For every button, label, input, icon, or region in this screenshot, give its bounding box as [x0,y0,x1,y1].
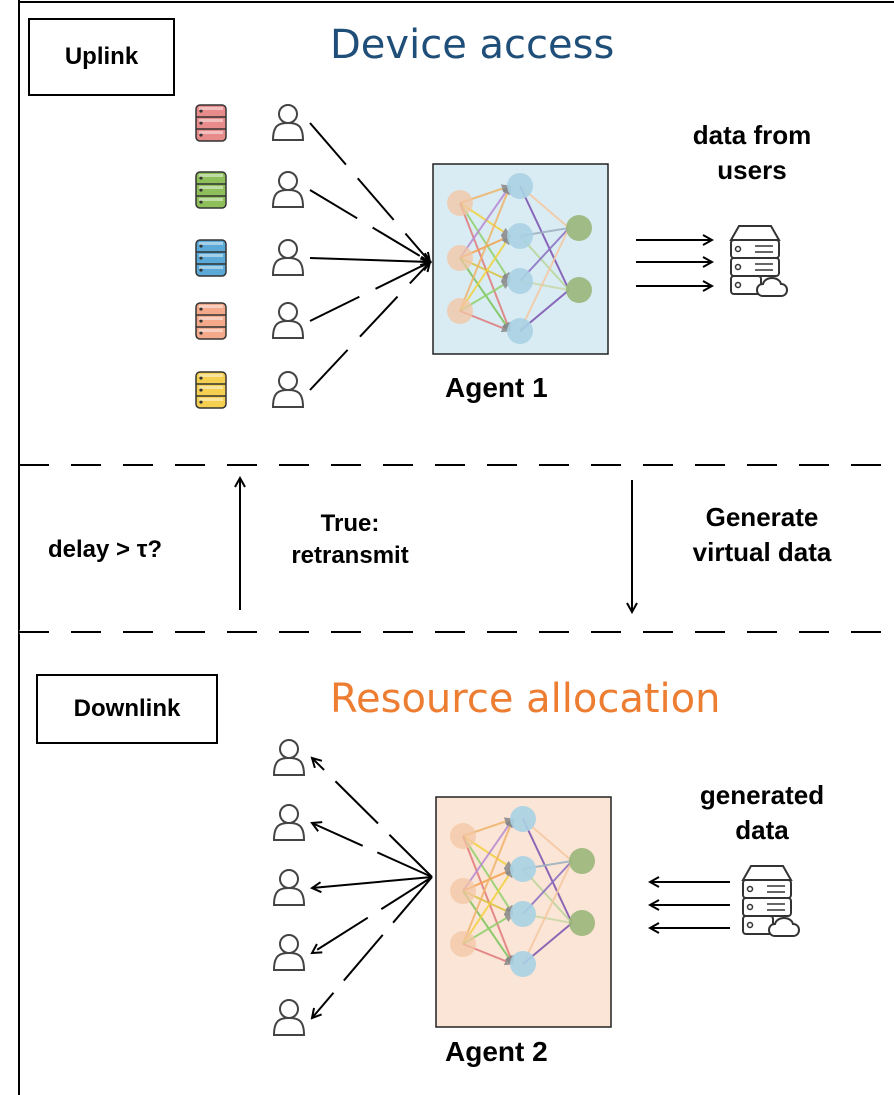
network-edge [459,185,511,259]
downlink-title: Resource allocation [330,676,721,722]
downlink-arrow [312,876,433,888]
agent-2-label: Agent 2 [445,1036,548,1067]
user-icon [271,239,305,276]
server-icon [741,865,800,937]
network-edge [462,835,515,965]
network-edge [462,835,514,915]
agent-1-network [432,163,609,355]
output-node [569,848,595,874]
generate-label-line1: Generate [705,502,819,532]
hidden-node [507,223,533,249]
delay-question: delay > τ? [48,536,163,563]
server-label-downlink-line2: data [735,815,789,846]
user-icon [271,302,305,339]
database-column [195,104,227,409]
retransmit-label-line2: retransmit [291,542,409,570]
uplink-user-column [271,104,305,408]
server-label-uplink-line1: data from [692,120,812,150]
hidden-node [510,951,536,977]
user-icon [271,104,305,141]
input-node [447,245,473,271]
database-icon [195,239,227,277]
uplink-server-arrows [636,240,712,286]
hidden-node [510,901,536,927]
hidden-node [507,268,533,294]
user-icon [272,804,306,841]
output-node [569,910,595,936]
input-node [450,931,476,957]
generate-label: Generate virtual data [652,500,872,570]
server-label-downlink-line1: generated [699,780,825,810]
output-node [566,277,592,303]
database-icon [195,302,227,340]
network-edge [519,185,570,291]
downlink-user-column [272,739,306,1036]
agent-1-label: Agent 1 [445,372,548,403]
network-edge [459,185,512,312]
downlink-arrow [312,758,433,878]
user-icon [272,869,306,906]
user-icon [272,739,306,776]
user-icon [271,371,305,408]
network-edge [519,227,570,332]
downlink-arrows [312,758,433,1018]
input-node [447,190,473,216]
uplink-title: Device access [330,22,615,68]
retransmit-label: True: retransmit [250,508,450,573]
retransmit-label-line1: True: [320,510,380,537]
network-edge [459,257,511,332]
user-icon [272,934,306,971]
network-edge [462,890,514,965]
uplink-arrow [309,258,430,262]
output-node [566,215,592,241]
uplink-arrow [309,189,430,262]
network-edge [522,818,573,924]
uplink-arrow [309,262,430,322]
hidden-node [507,173,533,199]
input-node [447,298,473,324]
server-icon [729,225,788,297]
server-icon [741,865,800,937]
network-edge [462,868,514,945]
network-edge [459,202,512,332]
database-icon [195,371,227,409]
user-icon [271,171,305,208]
input-node [450,878,476,904]
downlink-arrow [312,876,433,1018]
uplink-arrow [309,122,430,262]
downlink-tag: Downlink [36,674,218,744]
server-icon [729,225,788,297]
network-edge [459,235,511,312]
uplink-tag: Uplink [28,18,175,96]
server-label-downlink: generated data [652,778,872,848]
uplink-arrow [309,262,430,391]
downlink-arrow [312,876,433,953]
network-edge [462,818,514,892]
user-icon [272,999,306,1036]
hidden-node [510,806,536,832]
database-icon [195,104,227,142]
generate-label-line2: virtual data [692,537,832,568]
network-edge [522,860,573,965]
database-icon [195,171,227,209]
agent-2-network [435,796,612,1028]
input-node [450,823,476,849]
uplink-arrows [309,122,430,391]
hidden-node [510,856,536,882]
network-edge [459,202,511,282]
network-edge [462,818,515,945]
server-label-uplink: data from users [652,118,852,188]
hidden-node [507,318,533,344]
downlink-arrow [312,823,433,878]
server-label-uplink-line2: users [717,155,787,186]
downlink-server-arrows [650,882,730,928]
